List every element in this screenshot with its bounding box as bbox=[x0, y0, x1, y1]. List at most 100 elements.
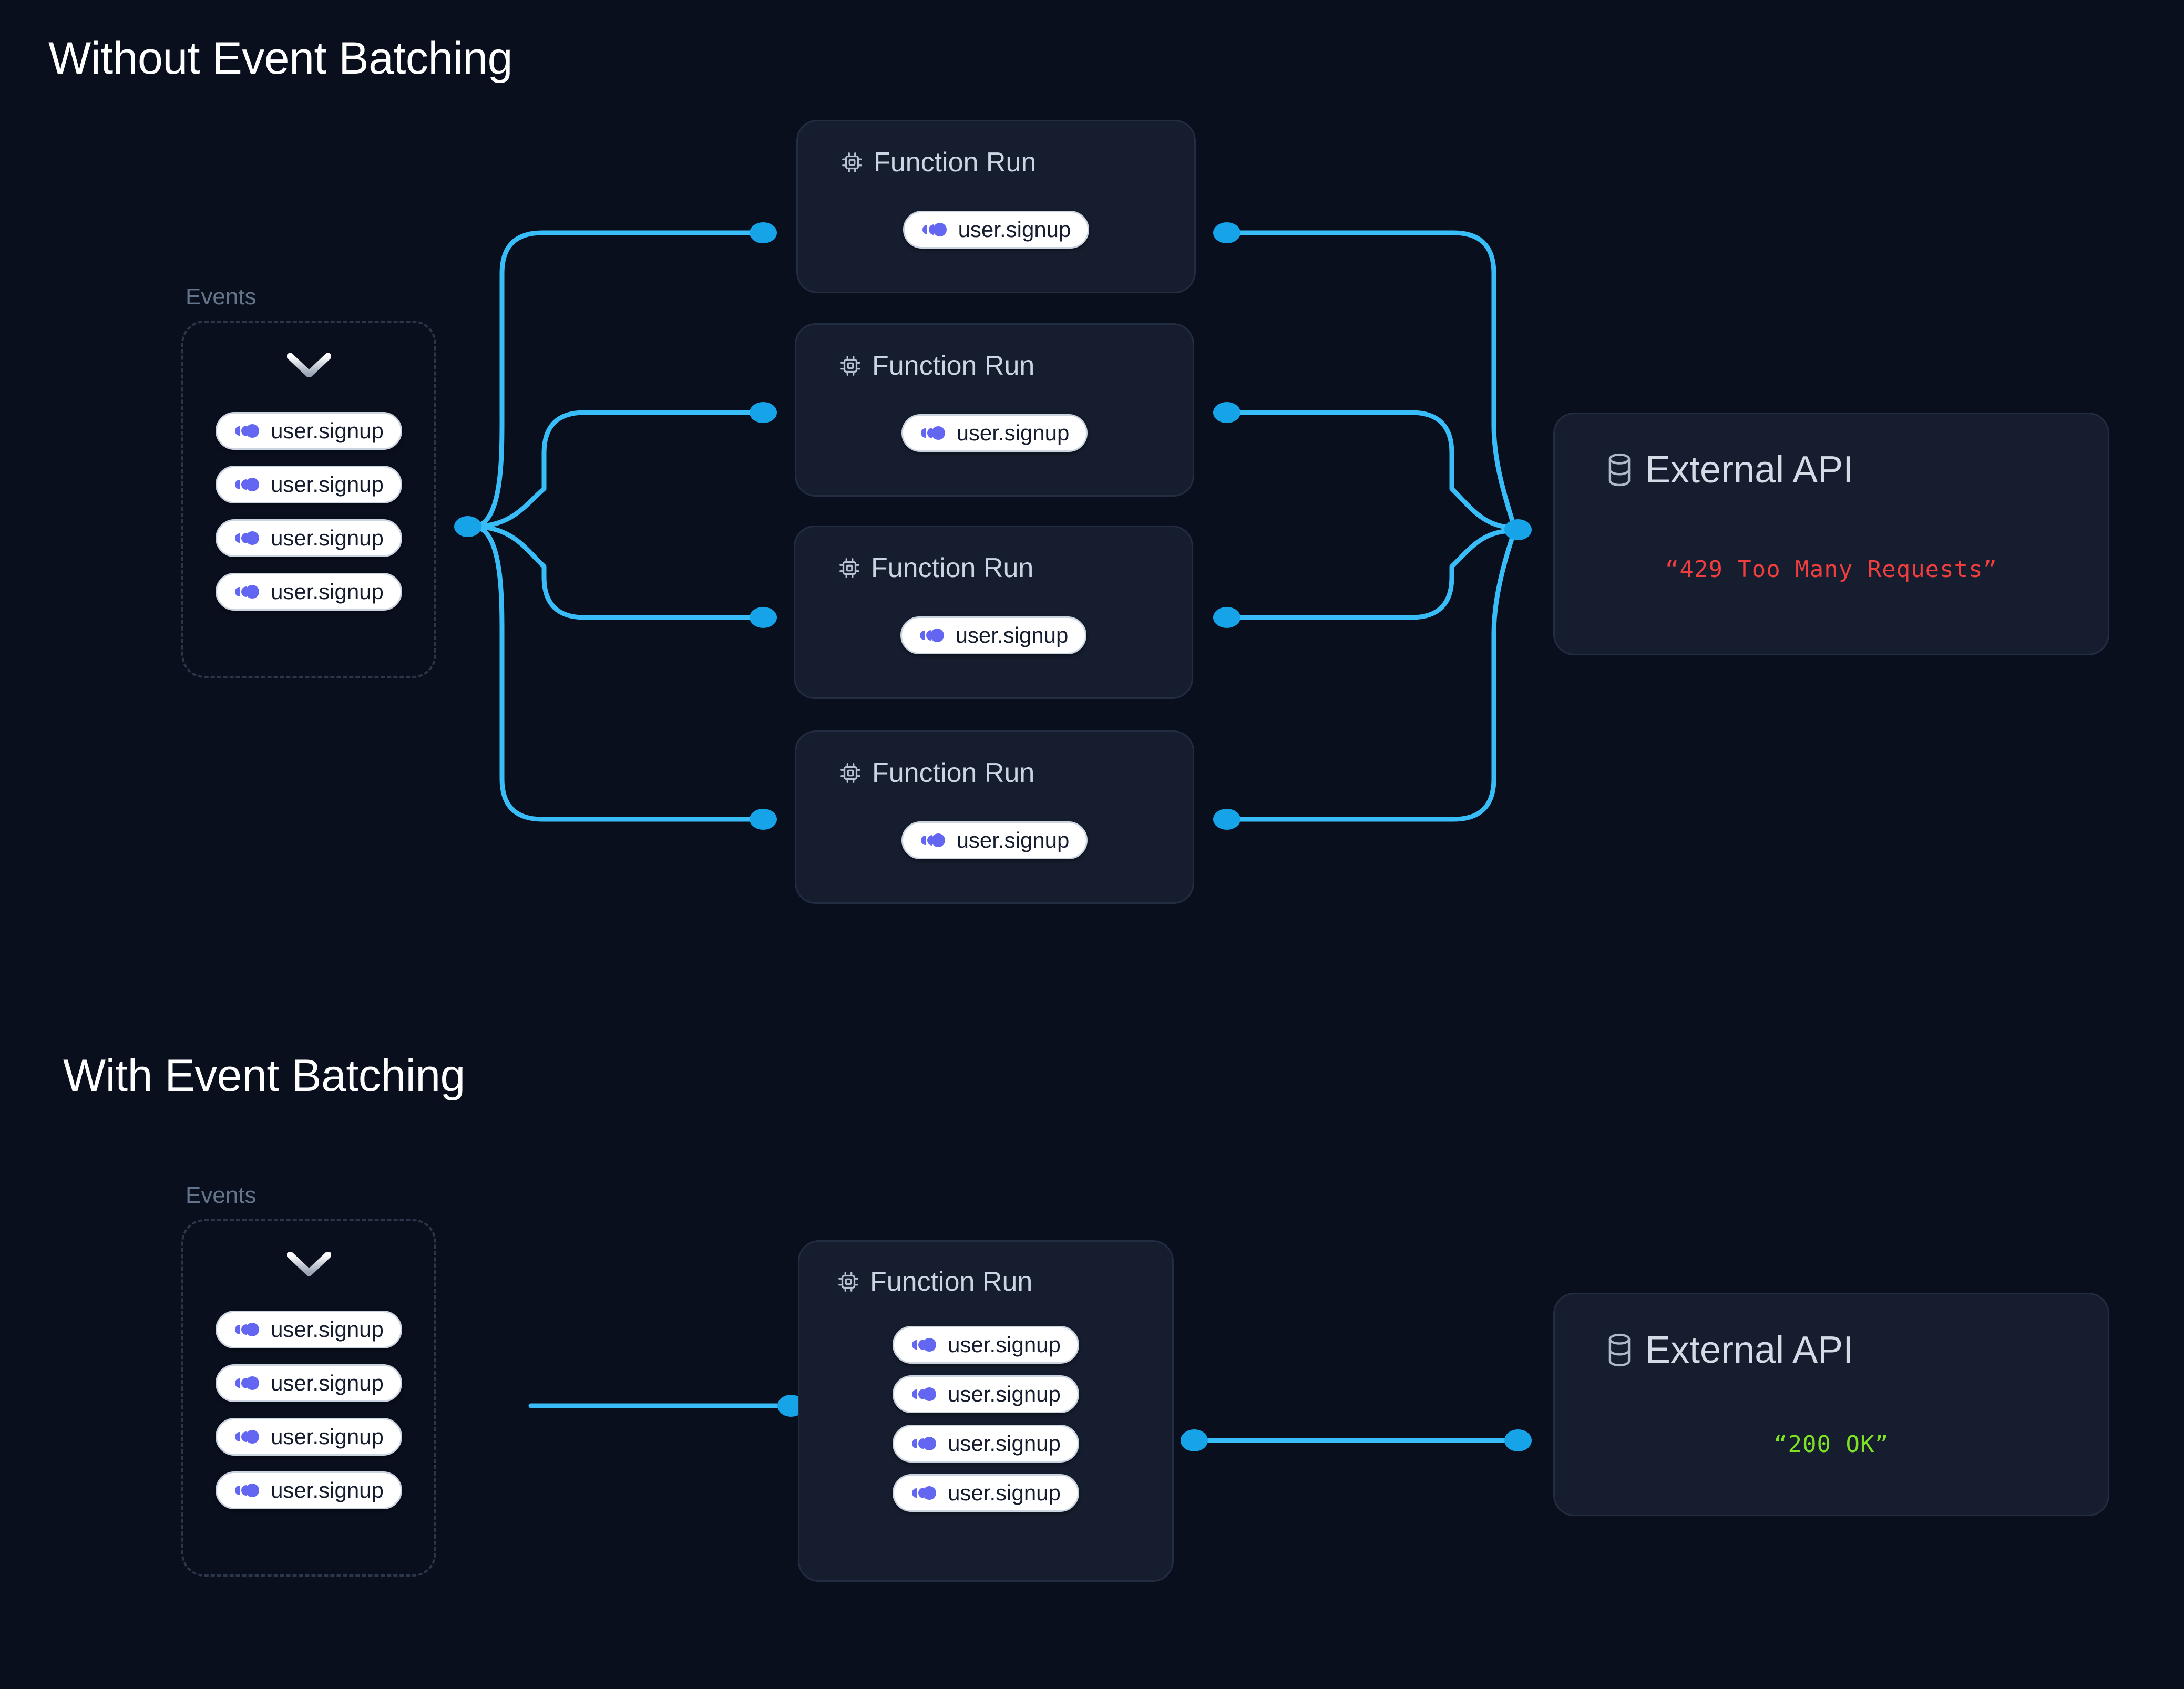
event-pill-label: user.signup bbox=[948, 1382, 1061, 1406]
event-pill-label: user.signup bbox=[948, 1480, 1061, 1505]
inngest-event-icon bbox=[235, 1376, 260, 1390]
card-header: Function Run bbox=[838, 759, 1034, 787]
function-run-card[interactable]: Function Run user.signup bbox=[794, 526, 1193, 699]
event-pill[interactable]: user.signup bbox=[216, 466, 402, 503]
events-group-without-batching: Events user.signup bbox=[181, 284, 436, 678]
event-pill-label: user.signup bbox=[271, 526, 384, 550]
event-pill-label: user.signup bbox=[271, 1424, 384, 1449]
card-title: External API bbox=[1645, 449, 1854, 491]
event-pill[interactable]: user.signup bbox=[893, 1326, 1079, 1364]
card-pill-stack: user.signup user.signup user.signup bbox=[799, 1326, 1172, 1512]
event-pill[interactable]: user.signup bbox=[901, 821, 1088, 859]
cpu-chip-icon bbox=[842, 152, 862, 172]
function-run-card[interactable]: Function Run user.signup bbox=[795, 323, 1194, 497]
event-pill[interactable]: user.signup bbox=[893, 1474, 1079, 1512]
event-pill-label: user.signup bbox=[271, 418, 384, 443]
inngest-event-icon bbox=[912, 1437, 937, 1450]
event-pill-label: user.signup bbox=[271, 472, 384, 497]
function-run-card-batched[interactable]: Function Run user.signup user.signup bbox=[798, 1240, 1174, 1582]
edge-node-in-1 bbox=[750, 222, 777, 243]
event-pill[interactable]: user.signup bbox=[216, 412, 402, 450]
event-pill-label: user.signup bbox=[271, 1371, 384, 1395]
database-icon bbox=[1608, 453, 1631, 487]
inngest-event-icon bbox=[920, 833, 945, 847]
card-header: Function Run bbox=[838, 352, 1034, 379]
event-pill-label: user.signup bbox=[956, 828, 1070, 852]
section-title-with-batching: With Event Batching bbox=[63, 1051, 465, 1101]
card-header: Function Run bbox=[840, 149, 1036, 176]
status-badge: “429 Too Many Requests” bbox=[1665, 556, 1998, 583]
inngest-event-icon bbox=[235, 1323, 260, 1336]
event-pill[interactable]: user.signup bbox=[216, 573, 402, 611]
event-pill-label: user.signup bbox=[271, 579, 384, 604]
card-pill-stack: user.signup bbox=[796, 414, 1193, 452]
event-pill-label: user.signup bbox=[958, 217, 1071, 242]
edge-fanin-1 bbox=[1230, 230, 1516, 528]
edge-fanout-2 bbox=[470, 410, 760, 529]
event-pill[interactable]: user.signup bbox=[216, 1364, 402, 1402]
edge-node-batch-out-left bbox=[1181, 1429, 1208, 1451]
events-label: Events bbox=[186, 284, 257, 310]
edge-node-out-1 bbox=[1213, 222, 1240, 243]
function-run-card[interactable]: Function Run user.signup bbox=[795, 730, 1194, 904]
edge-node-in-2 bbox=[750, 402, 777, 423]
edge-node-out-4 bbox=[1213, 809, 1240, 830]
inngest-event-icon bbox=[235, 424, 260, 438]
events-label: Events bbox=[186, 1182, 257, 1208]
inngest-event-icon bbox=[235, 1484, 260, 1497]
card-pill-stack: user.signup bbox=[796, 821, 1193, 859]
event-pill-label: user.signup bbox=[956, 420, 1070, 445]
event-pill[interactable]: user.signup bbox=[901, 414, 1088, 452]
event-pill[interactable]: user.signup bbox=[216, 1311, 402, 1348]
inngest-event-icon bbox=[920, 426, 945, 440]
function-run-card[interactable]: Function Run user.signup bbox=[796, 120, 1196, 293]
events-dashed-container: user.signup user.signup bbox=[181, 1219, 436, 1577]
card-header: External API bbox=[1603, 1331, 1853, 1369]
event-pill[interactable]: user.signup bbox=[216, 1418, 402, 1456]
inngest-event-icon bbox=[919, 629, 944, 642]
chevron-down-icon[interactable] bbox=[286, 1252, 331, 1276]
card-title: Function Run bbox=[874, 147, 1037, 178]
card-pill-stack: user.signup bbox=[795, 616, 1192, 654]
cpu-chip-icon bbox=[838, 1272, 858, 1292]
events-pill-stack: user.signup user.signup bbox=[183, 412, 434, 611]
card-title: External API bbox=[1645, 1329, 1854, 1371]
external-api-card[interactable]: External API “200 OK” bbox=[1553, 1293, 2109, 1516]
event-pill-label: user.signup bbox=[271, 1478, 384, 1502]
external-api-card[interactable]: External API “429 Too Many Requests” bbox=[1553, 413, 2109, 655]
card-header: Function Run bbox=[837, 554, 1033, 582]
inngest-event-icon bbox=[235, 478, 260, 491]
card-title: Function Run bbox=[871, 553, 1034, 583]
edge-fanout-4 bbox=[470, 524, 760, 822]
edge-node-in-4 bbox=[750, 809, 777, 830]
edge-node-out-3 bbox=[1213, 607, 1240, 628]
event-pill-label: user.signup bbox=[955, 623, 1069, 647]
event-pill[interactable]: user.signup bbox=[893, 1425, 1079, 1463]
event-pill-label: user.signup bbox=[271, 1317, 384, 1342]
inngest-event-icon bbox=[912, 1387, 937, 1401]
event-pill[interactable]: user.signup bbox=[216, 1471, 402, 1509]
inngest-event-icon bbox=[912, 1486, 937, 1500]
card-title: Function Run bbox=[872, 758, 1035, 788]
section-title-without-batching: Without Event Batching bbox=[48, 33, 512, 84]
cpu-chip-icon bbox=[839, 558, 859, 578]
cpu-chip-icon bbox=[840, 763, 860, 783]
event-pill[interactable]: user.signup bbox=[903, 211, 1090, 249]
card-header: External API bbox=[1603, 451, 1853, 489]
edge-node-batch-out-right bbox=[1504, 1429, 1532, 1451]
inngest-event-icon bbox=[922, 223, 947, 236]
edge-fanin-3 bbox=[1230, 528, 1515, 620]
event-pill-label: user.signup bbox=[948, 1431, 1061, 1456]
edge-node-out-2 bbox=[1213, 402, 1240, 423]
inngest-event-icon bbox=[912, 1338, 937, 1352]
event-pill[interactable]: user.signup bbox=[216, 519, 402, 557]
events-pill-stack: user.signup user.signup bbox=[183, 1311, 434, 1509]
event-pill[interactable]: user.signup bbox=[900, 616, 1087, 654]
edge-node-sink bbox=[1504, 519, 1532, 540]
event-pill[interactable]: user.signup bbox=[893, 1375, 1079, 1413]
card-header: Function Run bbox=[836, 1268, 1032, 1295]
chevron-down-icon[interactable] bbox=[286, 353, 331, 377]
edge-fanin-2 bbox=[1230, 410, 1515, 530]
inngest-event-icon bbox=[235, 531, 260, 545]
